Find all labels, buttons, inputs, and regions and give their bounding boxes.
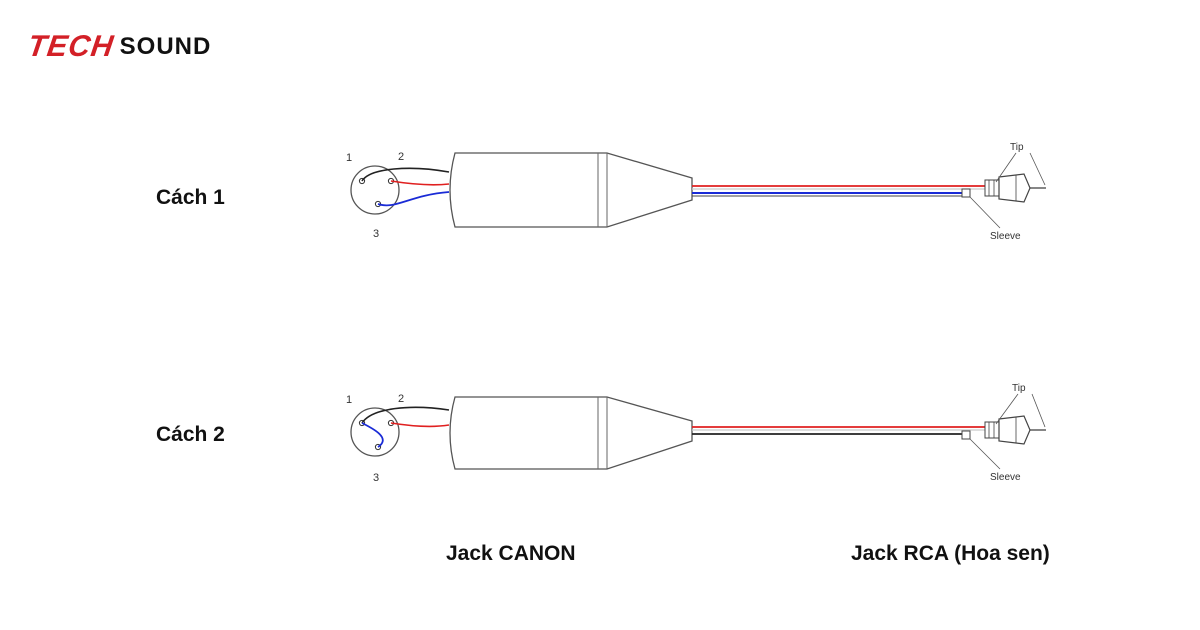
pin-label-1-row2: 1 (346, 394, 352, 406)
pin-label-2-row2: 2 (398, 393, 404, 405)
logo-sound-text: SOUND (119, 33, 212, 60)
wire-red-1 (390, 180, 450, 186)
caption-rca: Jack RCA (Hoa sen) (851, 542, 1050, 565)
rca-sleeve-label-1: Sleeve (990, 231, 1021, 242)
wire-black-1 (361, 167, 450, 182)
caption-canon: Jack CANON (446, 542, 576, 565)
row-label-2: Cách 2 (156, 423, 225, 446)
xlr-face-2 (350, 407, 400, 457)
pin-label-2-row1: 2 (398, 151, 404, 163)
wire-black-2 (361, 406, 450, 424)
rca-plug-2 (961, 415, 1046, 445)
row-label-1: Cách 1 (156, 186, 225, 209)
wire-blue-2 (361, 422, 384, 448)
pin-label-3-row1: 3 (373, 228, 379, 240)
pin-label-3-row2: 3 (373, 472, 379, 484)
rca-sleeve-label-2: Sleeve (990, 472, 1021, 483)
rca-tip-label-1: Tip (1010, 142, 1024, 153)
xlr-face-1 (350, 165, 400, 215)
rca-tip-label-2: Tip (1012, 383, 1026, 394)
wire-blue-1 (377, 191, 450, 207)
diagram-row-1: 1 2 3 Tip Sleeve (346, 142, 1046, 242)
pin-label-1-row1: 1 (346, 152, 352, 164)
xlr-body-1 (449, 152, 693, 228)
brand-logo: TECH SOUND (26, 30, 212, 64)
rca-plug-1 (961, 173, 1046, 203)
wire-red-2 (390, 422, 450, 428)
xlr-body-2 (449, 396, 693, 470)
diagram-row-2: 1 2 3 Tip Sleeve (346, 383, 1046, 484)
